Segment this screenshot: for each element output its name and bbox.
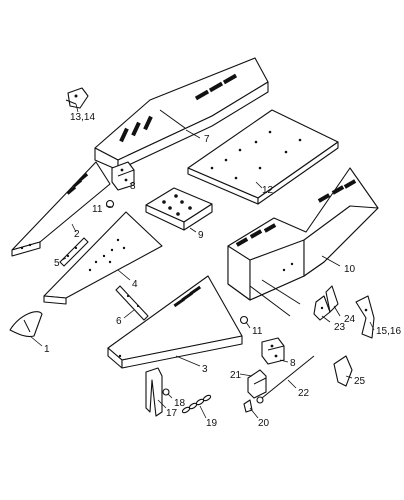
part-17-bracket — [145, 367, 163, 417]
part-9-plate — [145, 187, 213, 231]
label-3: 3 — [202, 364, 208, 375]
part-3-plate — [107, 275, 243, 369]
label-4: 4 — [132, 279, 138, 290]
label-5: 5 — [54, 258, 60, 269]
part-10-housing — [227, 167, 379, 317]
label-6: 6 — [116, 316, 122, 327]
part-13-14-bracket — [65, 87, 89, 109]
part-20-clip — [243, 399, 253, 413]
part-24-bracket — [325, 285, 339, 313]
part-8-block-upper — [111, 161, 135, 191]
part-1-shoe — [9, 311, 43, 338]
part-labels: 13,14 7 8 12 11 2 9 5 4 10 6 11 23 24 15… — [44, 112, 401, 429]
part-18-washer — [162, 388, 170, 396]
leader-lines — [29, 103, 375, 419]
label-21: 21 — [230, 370, 242, 381]
label-8-upper: 8 — [130, 181, 136, 192]
part-25-plate — [333, 355, 353, 387]
label-23: 23 — [334, 322, 346, 333]
label-10: 10 — [344, 264, 356, 275]
label-24: 24 — [344, 314, 356, 325]
label-15-16: 15,16 — [376, 326, 401, 337]
label-9: 9 — [198, 230, 204, 241]
label-17: 17 — [166, 408, 178, 419]
label-19: 19 — [206, 418, 218, 429]
label-22: 22 — [298, 388, 310, 399]
label-25: 25 — [354, 376, 366, 387]
part-22-rod — [256, 355, 315, 404]
part-6-bar — [115, 285, 149, 321]
part-23-bracket — [313, 295, 331, 321]
part-4-plate — [43, 211, 163, 305]
label-18: 18 — [174, 398, 186, 409]
part-21-bracket — [247, 369, 267, 399]
label-1: 1 — [44, 344, 50, 355]
label-7: 7 — [204, 134, 210, 145]
label-13-14: 13,14 — [70, 112, 95, 123]
part-19-chain — [181, 394, 212, 414]
part-12-plate — [187, 109, 339, 205]
part-11-bolt-lower — [239, 315, 249, 325]
label-2: 2 — [74, 229, 80, 240]
label-11-lower: 11 — [252, 326, 263, 337]
part-8-block-lower — [261, 337, 285, 365]
label-20: 20 — [258, 418, 270, 429]
part-15-16-bracket — [355, 295, 375, 339]
part-5-bar — [59, 237, 89, 267]
label-11-upper: 11 — [92, 204, 103, 215]
part-11-bolt-upper — [105, 199, 115, 209]
label-12: 12 — [262, 185, 274, 196]
part-2-plate — [11, 161, 111, 257]
label-8-lower: 8 — [290, 358, 296, 369]
